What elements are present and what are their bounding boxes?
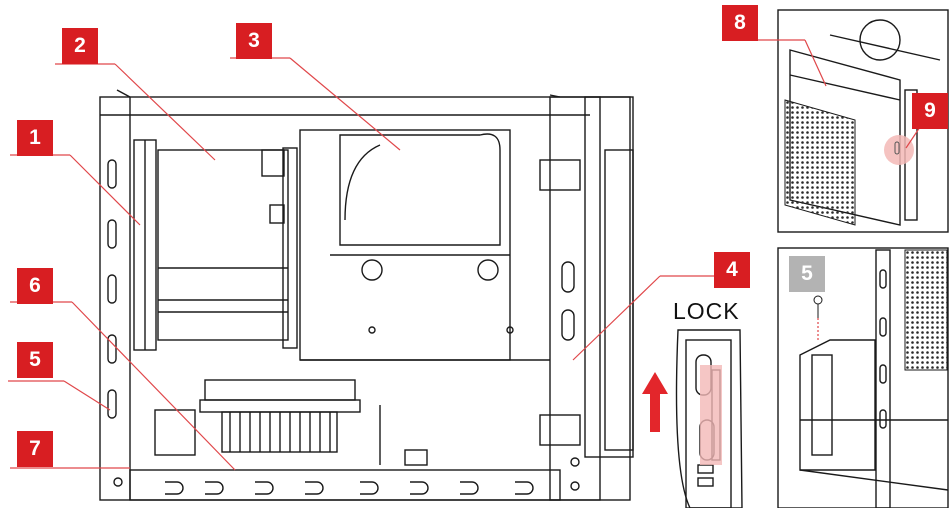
side-rail bbox=[549, 96, 601, 501]
mesh-grille bbox=[784, 99, 856, 226]
inset-callout-5: 5 bbox=[789, 256, 825, 292]
hard-drive bbox=[339, 133, 501, 246]
mesh-grille-inset bbox=[904, 249, 948, 371]
bottom-rail-slots bbox=[165, 481, 534, 495]
inset-top-photo bbox=[777, 9, 949, 233]
callout-2: 2 bbox=[62, 28, 98, 64]
callout-3: 3 bbox=[236, 23, 272, 59]
bottom-rail bbox=[129, 469, 561, 501]
left-rail-slots bbox=[107, 159, 117, 419]
callout-1: 1 bbox=[17, 120, 53, 156]
callout-8: 8 bbox=[722, 5, 758, 41]
inset-bottom-photo bbox=[777, 247, 949, 508]
callout-5: 5 bbox=[17, 342, 53, 378]
screw-icon bbox=[813, 295, 823, 340]
callout-4: 4 bbox=[714, 252, 750, 288]
callout-9: 9 bbox=[912, 93, 948, 129]
drive-cage bbox=[157, 149, 289, 341]
cpu-cooler bbox=[154, 379, 361, 456]
lock-label: LOCK bbox=[673, 298, 740, 324]
up-arrow-icon bbox=[642, 372, 668, 432]
callout-7: 7 bbox=[17, 431, 53, 467]
lock-highlight bbox=[700, 365, 722, 465]
callout-6: 6 bbox=[17, 268, 53, 304]
